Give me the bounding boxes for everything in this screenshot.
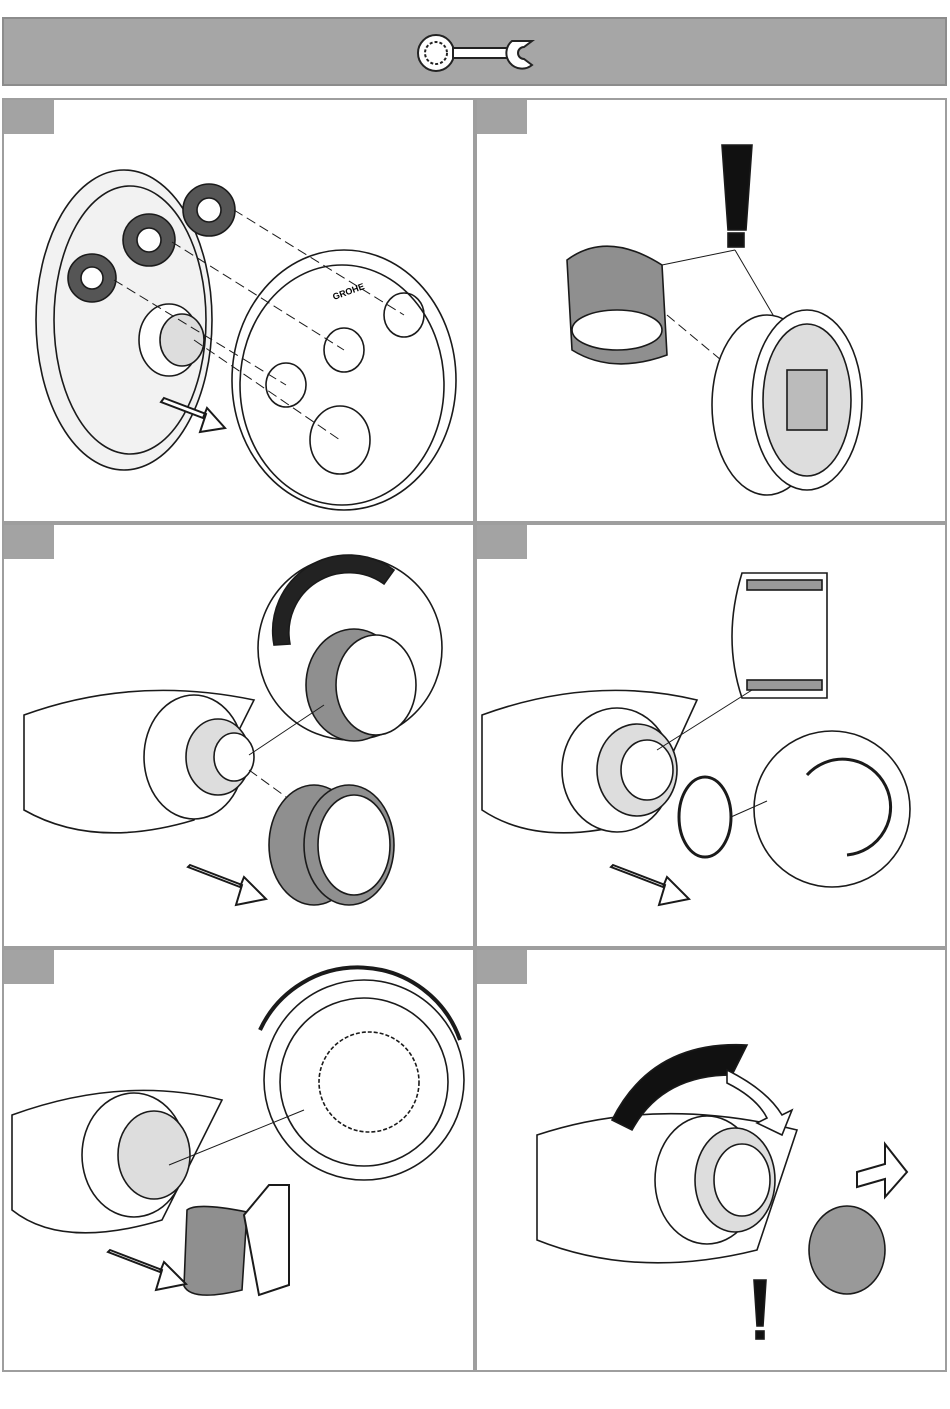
handle-cap-illustration <box>477 950 947 1372</box>
step-panel-4 <box>475 523 947 948</box>
sleeve-rotation-illustration <box>4 525 475 948</box>
cover-plate-installation-illustration: GROHE <box>4 100 475 523</box>
section-header <box>2 17 947 86</box>
retaining-ring-illustration <box>477 525 947 948</box>
step-panel-3 <box>2 523 475 948</box>
step-panel-5 <box>2 948 475 1372</box>
spline-adapter-illustration <box>4 950 475 1372</box>
wrench-icon <box>412 31 542 75</box>
adapter-ring-warning-illustration <box>477 100 947 523</box>
step-panel-6 <box>475 948 947 1372</box>
step-panel-2 <box>475 98 947 523</box>
step-panel-1: GROHE <box>2 98 475 523</box>
